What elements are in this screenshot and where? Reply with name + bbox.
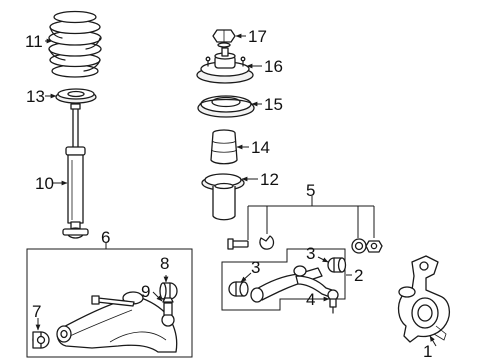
callout-10: 10 — [35, 174, 54, 193]
callout-11: 11 — [25, 32, 43, 51]
bushing-upper — [327, 257, 347, 273]
leader-lines — [35, 33, 437, 347]
ball-joint — [327, 289, 339, 314]
callout-14: 14 — [251, 138, 270, 157]
callout-3-right: 3 — [306, 244, 315, 263]
spring-seat — [197, 95, 255, 118]
spring-insulator — [55, 88, 97, 104]
callout-2: 2 — [354, 266, 363, 285]
lower-arm-bolt — [91, 295, 135, 307]
callout-16: 16 — [264, 57, 283, 76]
callout-3-left: 3 — [251, 258, 260, 277]
hardware-bracket — [247, 196, 375, 240]
lower-ball-joint — [161, 297, 175, 327]
bushing — [228, 281, 249, 297]
hex-nut — [365, 240, 383, 253]
callout-6: 6 — [101, 228, 110, 247]
callout-12: 12 — [260, 170, 279, 189]
nut — [212, 29, 236, 48]
upper-control-arm — [250, 265, 333, 303]
lower-control-arm — [56, 291, 178, 353]
strut-mount — [196, 47, 254, 84]
lower-arm-bushing-small — [32, 331, 50, 349]
callout-4: 4 — [306, 290, 315, 309]
callout-7: 7 — [32, 302, 41, 321]
bolt — [227, 238, 249, 250]
upper-arm-group-box — [221, 248, 346, 311]
lower-arm-group-box — [26, 248, 193, 358]
jounce-bumper — [210, 129, 238, 165]
callout-9: 9 — [141, 282, 150, 301]
retaining-clip — [259, 235, 275, 250]
coil-spring — [48, 10, 102, 78]
callout-17: 17 — [248, 27, 267, 46]
shock-absorber — [62, 103, 89, 239]
callout-5: 5 — [306, 181, 315, 200]
callout-13: 13 — [26, 87, 45, 106]
steering-knuckle — [397, 255, 451, 343]
callout-8: 8 — [160, 254, 169, 273]
callout-15: 15 — [264, 95, 283, 114]
callout-1: 1 — [423, 342, 432, 360]
lower-bushing — [159, 282, 178, 300]
washer — [351, 238, 367, 254]
dust-boot — [201, 173, 245, 221]
